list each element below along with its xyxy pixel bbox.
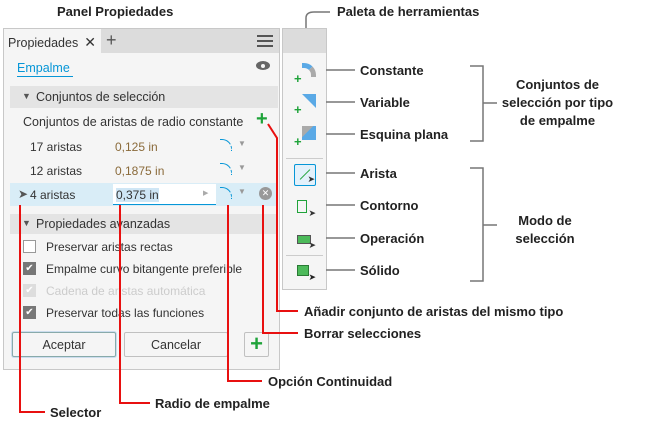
- callout-operacion: Operación: [360, 231, 425, 246]
- callout-radius: Radio de empalme: [155, 396, 270, 411]
- eye-icon[interactable]: [256, 61, 270, 70]
- option-label: Cadena de aristas automática: [46, 284, 206, 298]
- close-icon[interactable]: ✕: [84, 34, 96, 50]
- chevron-down-icon[interactable]: ▼: [238, 187, 246, 196]
- loop-select-icon[interactable]: ➤: [294, 197, 316, 219]
- callout-clear: Borrar selecciones: [304, 326, 422, 341]
- properties-panel: Propiedades ✕ + Empalme ▼ Conjuntos de sel…: [3, 28, 280, 370]
- section-title: Propiedades avanzadas: [36, 217, 171, 231]
- feature-select-icon[interactable]: ➤: [294, 229, 316, 251]
- radius-value[interactable]: 0,1875 in: [115, 164, 165, 178]
- callout-add: Añadir conjunto de aristas del mismo tip…: [304, 304, 564, 319]
- edge-count: 12 aristas: [30, 164, 83, 178]
- callout-constante: Constante: [360, 63, 424, 78]
- table-row[interactable]: 17 aristas 0,125 in ▼: [10, 135, 278, 158]
- callout-continuity: Opción Continuidad: [268, 374, 393, 389]
- option-label: Preservar todas las funciones: [46, 306, 205, 320]
- collapse-icon: ▼: [22, 91, 31, 101]
- radius-input-value: 0,375 in: [116, 188, 159, 202]
- tab-label: Propiedades: [8, 36, 79, 50]
- palette-header: [283, 29, 326, 53]
- edge-select-icon[interactable]: ➤: [294, 164, 316, 186]
- chevron-down-icon[interactable]: ▼: [238, 139, 246, 148]
- solid-select-icon[interactable]: ➤: [294, 261, 316, 283]
- checkbox-preserve-straight[interactable]: [23, 240, 36, 253]
- callout-palette: Paleta de herramientas: [337, 4, 480, 19]
- section-advanced[interactable]: ▼ Propiedades avanzadas: [10, 214, 278, 234]
- clear-selection-icon[interactable]: ✕: [259, 187, 272, 200]
- tab-bar: Propiedades ✕ +: [4, 29, 279, 53]
- variable-fillet-icon[interactable]: +: [294, 92, 316, 117]
- radius-input[interactable]: 0,375 in: [113, 184, 216, 205]
- callout-esquina: Esquina plana: [360, 127, 449, 142]
- callout-arista: Arista: [360, 166, 397, 181]
- divider: [286, 158, 323, 159]
- radius-value[interactable]: 0,125 in: [115, 140, 158, 154]
- callout-panel: Panel Propiedades: [57, 4, 174, 19]
- table-row[interactable]: 12 aristas 0,1875 in ▼: [10, 159, 278, 182]
- play-icon[interactable]: ▶: [203, 190, 209, 197]
- callout-contorno: Contorno: [360, 198, 419, 213]
- continuity-icon[interactable]: [220, 163, 232, 175]
- callout-variable: Variable: [360, 95, 410, 110]
- edge-count: 17 aristas: [30, 140, 83, 154]
- callout-group-fillet-type: Conjuntos de selección por tipo de empal…: [501, 77, 614, 128]
- checkbox-bitangent[interactable]: ✔: [23, 262, 36, 275]
- add-set-icon[interactable]: +: [256, 108, 268, 130]
- edge-count: 4 aristas: [30, 188, 76, 202]
- selector-arrow-icon[interactable]: ➤: [18, 187, 29, 201]
- divider: [286, 255, 323, 256]
- option-label: Empalme curvo bitangente preferible: [46, 262, 243, 276]
- checkbox-preserve-all[interactable]: ✔: [23, 306, 36, 319]
- continuity-icon[interactable]: [220, 187, 232, 199]
- section-selection-sets[interactable]: ▼ Conjuntos de selección: [10, 86, 278, 108]
- tab-properties[interactable]: Propiedades ✕: [4, 29, 101, 53]
- feature-name[interactable]: Empalme: [17, 61, 73, 77]
- checkbox-auto-chain: ✔: [23, 284, 36, 297]
- section-title: Conjuntos de selección: [36, 90, 166, 104]
- tool-palette: + + + ➤ ➤ ➤ ➤: [282, 28, 327, 290]
- set-title: Conjuntos de aristas de radio constante: [23, 115, 244, 129]
- add-tab-icon[interactable]: +: [106, 30, 117, 50]
- collapse-icon: ▼: [22, 218, 31, 228]
- cancel-button[interactable]: Cancelar: [124, 332, 228, 357]
- menu-icon[interactable]: [257, 35, 273, 47]
- constant-fillet-icon[interactable]: +: [294, 61, 316, 86]
- callout-selector: Selector: [50, 405, 102, 420]
- setback-fillet-icon[interactable]: +: [294, 124, 316, 149]
- callout-solido: Sólido: [360, 263, 400, 278]
- chevron-down-icon[interactable]: ▼: [238, 163, 246, 172]
- callout-selection-mode: Modo de selección: [515, 213, 575, 246]
- add-button[interactable]: +: [244, 332, 269, 357]
- continuity-icon[interactable]: [220, 139, 232, 151]
- table-row-selected[interactable]: ➤ 4 aristas 0,375 in ▶ ▼ ✕: [10, 183, 278, 206]
- option-label: Preservar aristas rectas: [46, 240, 173, 254]
- ok-button[interactable]: Aceptar: [12, 332, 116, 357]
